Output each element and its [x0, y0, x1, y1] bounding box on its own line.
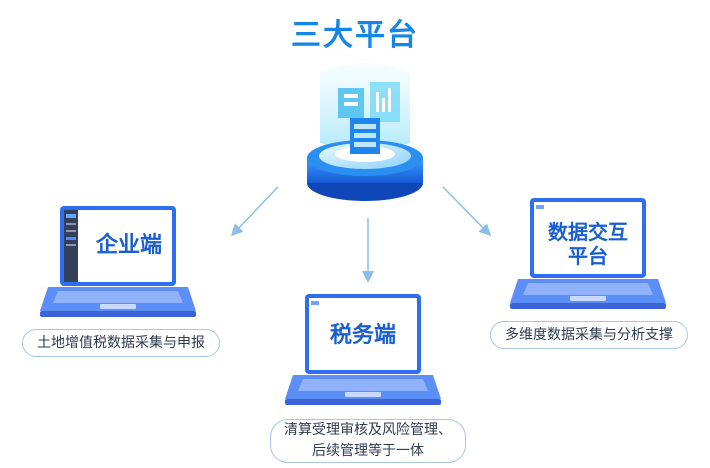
label-exchange: 数据交互 平台 [534, 220, 642, 268]
desc-exchange: 多维度数据采集与分析支撑 [490, 321, 688, 349]
arrow-to-exchange [442, 186, 492, 237]
label-tax: 税务端 [329, 323, 396, 348]
desc-tax-line2: 后续管理等于一体 [312, 443, 424, 459]
laptop-enterprise [40, 206, 196, 317]
desc-tax: 清算受理审核及风险管理、 后续管理等于一体 [270, 419, 466, 463]
label-exchange-line2: 平台 [568, 244, 608, 268]
desc-enterprise: 土地增值税数据采集与申报 [22, 329, 220, 357]
arrow-to-enterprise [230, 186, 279, 237]
platform-hub-illustration [307, 63, 423, 201]
desc-tax-line1: 清算受理审核及风险管理、 [284, 422, 452, 438]
label-exchange-line1: 数据交互 [548, 220, 628, 244]
laptop-tax [285, 294, 441, 405]
laptop-exchange [510, 198, 666, 309]
diagram-title: 三大平台 [291, 18, 419, 53]
label-enterprise: 企业端 [95, 233, 162, 258]
